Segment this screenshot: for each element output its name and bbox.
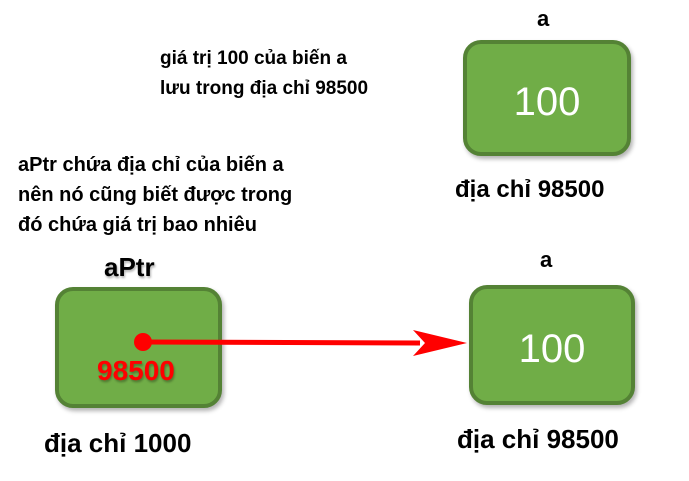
target-var-box: 100 [469,285,635,405]
pointer-var-value: 98500 [97,355,175,386]
target-var-value: 100 [518,327,586,371]
top-var-value: 100 [513,80,581,124]
note-line: giá trị 100 của biến a [160,48,347,69]
target-var-label: a [540,247,553,272]
pointer-note: aPtr chứa địa chỉ của biến a nên nó cũng… [18,150,292,240]
pointer-var-label: aPtr [104,252,155,282]
top-var-box: 100 [463,40,631,156]
note-line: aPtr chứa địa chỉ của biến a [18,154,284,176]
arrow-head [413,330,467,356]
note-line: đó chứa giá trị bao nhiêu [18,214,257,236]
top-address: địa chỉ 98500 [455,176,605,203]
note-line: nên nó cũng biết được trong [18,184,293,206]
target-address: địa chỉ 98500 [457,424,619,454]
pointer-address: địa chỉ 1000 [44,428,192,458]
arrow-line [142,339,421,346]
top-var-label: a [537,6,550,31]
top-note: giá trị 100 của biến a lưu trong địa chỉ… [160,44,368,104]
note-line: lưu trong địa chỉ 98500 [160,78,369,99]
